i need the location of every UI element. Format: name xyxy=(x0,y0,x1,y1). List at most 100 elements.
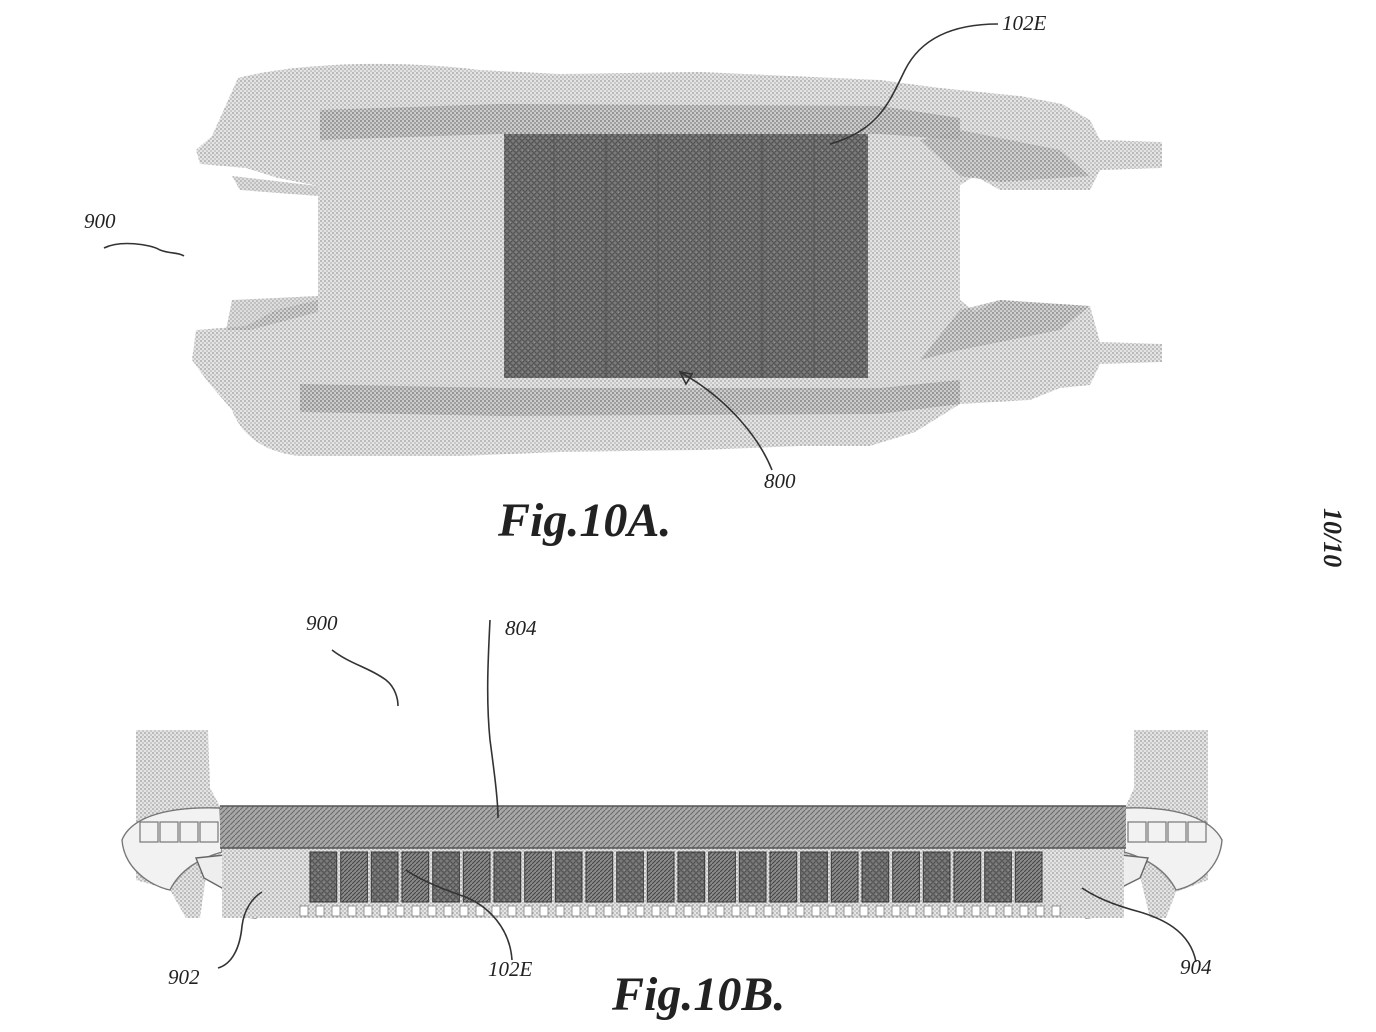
ref-902: 902 xyxy=(168,965,200,989)
fig-10a-caption: Fig.10A. xyxy=(497,494,671,547)
battery-cell xyxy=(493,851,522,903)
tray-foot xyxy=(1003,905,1013,917)
rear-subframe xyxy=(920,130,1090,360)
leader-900-b xyxy=(331,649,399,707)
tray-foot xyxy=(347,905,357,917)
tray-foot xyxy=(651,905,661,917)
battery-cell xyxy=(800,851,828,903)
tray-foot xyxy=(843,905,853,917)
ref-900-a: 900 xyxy=(84,209,116,233)
tray-foot xyxy=(587,905,597,917)
tray-foot xyxy=(603,905,613,917)
tray-foot xyxy=(939,905,949,917)
tray-foot xyxy=(427,905,437,917)
tray-foot xyxy=(747,905,757,917)
tray-foot xyxy=(539,905,549,917)
tray-foot xyxy=(379,905,389,917)
battery-pack-800 xyxy=(504,134,868,378)
tray-foot xyxy=(363,905,373,917)
battery-cell xyxy=(984,851,1012,903)
tray-foot xyxy=(443,905,453,917)
tray-foot xyxy=(923,905,933,917)
battery-cell xyxy=(585,851,614,903)
battery-cell xyxy=(646,851,675,903)
battery-cell xyxy=(370,851,399,903)
ref-102e-a: 102E xyxy=(1002,11,1047,35)
fig-10b: 900 804 902 102E 904 Fig.10B. xyxy=(121,611,1223,1021)
ref-804: 804 xyxy=(505,616,537,640)
cell-row-102e xyxy=(309,851,1043,903)
tray-foot xyxy=(475,905,485,917)
battery-cell xyxy=(892,851,920,903)
battery-cell xyxy=(524,851,552,903)
leader-902 xyxy=(217,891,263,969)
leader-904 xyxy=(1081,887,1197,963)
tray-foot xyxy=(395,905,405,917)
left-mount-windows xyxy=(139,821,219,843)
leader-800-arrow xyxy=(678,370,694,386)
tray-foot xyxy=(619,905,629,917)
battery-cell xyxy=(830,851,859,903)
tray-foot xyxy=(411,905,421,917)
battery-cell xyxy=(554,851,583,903)
battery-cell xyxy=(462,851,491,903)
battery-cell xyxy=(677,851,706,903)
battery-cell xyxy=(769,851,798,903)
tray-foot xyxy=(491,905,501,917)
fig-10b-caption: Fig.10B. xyxy=(611,968,785,1021)
tray-foot xyxy=(315,905,325,917)
battery-cell xyxy=(922,851,951,903)
ref-900-b: 900 xyxy=(306,611,338,635)
battery-cell xyxy=(708,851,736,903)
leader-804 xyxy=(486,619,499,819)
ref-102e-b: 102E xyxy=(488,957,533,981)
side-sill-upper xyxy=(320,104,960,140)
leader-900-a xyxy=(103,242,185,257)
tray-foot xyxy=(907,905,917,917)
tray-foot xyxy=(827,905,837,917)
tray-foot xyxy=(667,905,677,917)
tray-foot xyxy=(1035,905,1045,917)
tray-foot xyxy=(891,905,901,917)
tray-foot xyxy=(1051,905,1061,917)
tray-foot xyxy=(763,905,773,917)
battery-cell xyxy=(861,851,890,903)
side-sill-lower xyxy=(300,380,960,416)
tray-foot xyxy=(731,905,741,917)
sheet-number: 10/10 xyxy=(1318,508,1347,567)
tray-foot xyxy=(571,905,581,917)
ref-800: 800 xyxy=(764,469,796,493)
tray-foot xyxy=(699,905,709,917)
tray-foot xyxy=(779,905,789,917)
tray-foot xyxy=(507,905,517,917)
leader-102e-b xyxy=(405,869,513,961)
tray-foot xyxy=(683,905,693,917)
tray-foot xyxy=(715,905,725,917)
tray-foot xyxy=(635,905,645,917)
floor-plate-804 xyxy=(220,806,1126,848)
ref-904: 904 xyxy=(1180,955,1212,979)
tray-foot xyxy=(875,905,885,917)
battery-cell xyxy=(401,851,430,903)
tray-foot xyxy=(859,905,869,917)
tray-foot xyxy=(955,905,965,917)
battery-cell xyxy=(616,851,644,903)
right-mount-windows xyxy=(1127,821,1207,843)
tray-foot xyxy=(971,905,981,917)
cell-column-dividers xyxy=(553,134,815,378)
fig-10a: 900 102E 800 Fig.10A. xyxy=(84,11,1162,547)
tray-foot xyxy=(795,905,805,917)
tray-foot xyxy=(299,905,309,917)
tray-foot xyxy=(1019,905,1029,917)
tray-foot xyxy=(331,905,341,917)
leader-800 xyxy=(679,371,773,471)
leader-102e-a xyxy=(829,23,999,145)
battery-cell xyxy=(1014,851,1043,903)
tray-foot xyxy=(555,905,565,917)
battery-cell xyxy=(738,851,767,903)
tray-foot xyxy=(459,905,469,917)
battery-cell xyxy=(309,851,338,903)
tray-foot xyxy=(811,905,821,917)
tray-feet xyxy=(299,905,1061,917)
